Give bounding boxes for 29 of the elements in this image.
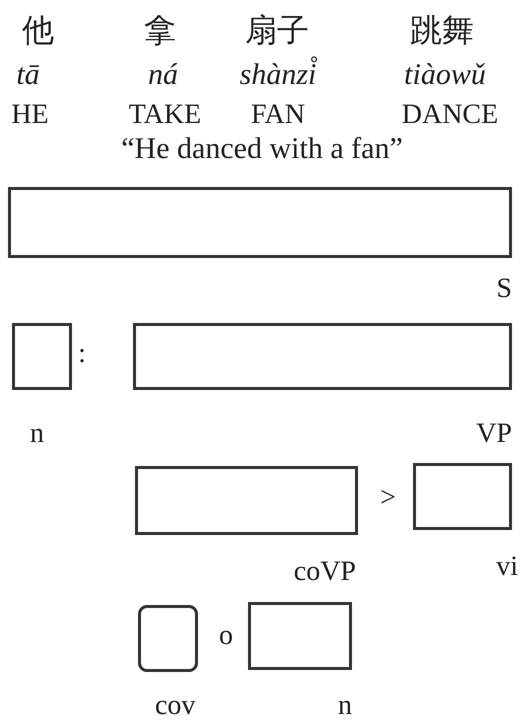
gloss-word: FAN — [251, 101, 305, 129]
empty-box — [133, 323, 512, 390]
category-label: VP — [476, 420, 512, 448]
pinyin-word: ná — [148, 60, 178, 90]
circle-symbol: o — [219, 622, 233, 650]
pinyin-word: tiàowǔ — [404, 60, 486, 90]
empty-box — [413, 463, 512, 530]
translation-text: “He danced with a fan” — [121, 134, 403, 164]
chinese-word: 他 — [22, 14, 54, 46]
empty-box — [135, 466, 358, 535]
gloss-word: DANCE — [402, 101, 498, 129]
category-label: n — [30, 420, 44, 448]
category-label: n — [338, 692, 352, 720]
empty-box — [248, 602, 352, 670]
category-label: coVP — [294, 558, 356, 586]
gloss-word: HE — [11, 101, 49, 129]
category-label: S — [496, 275, 512, 303]
chinese-word: 拿 — [144, 14, 176, 46]
chinese-word: 扇子 — [245, 14, 309, 46]
category-label: vi — [496, 553, 518, 581]
pinyin-word: tā — [16, 60, 40, 90]
chinese-word: 跳舞 — [410, 14, 474, 46]
empty-box — [8, 187, 512, 258]
gloss-word: TAKE — [128, 101, 202, 129]
category-label: cov — [155, 692, 196, 720]
empty-box — [12, 323, 72, 390]
rounded-box — [138, 605, 198, 672]
colon-symbol: : — [78, 340, 86, 368]
greater-than-symbol: > — [380, 484, 396, 512]
